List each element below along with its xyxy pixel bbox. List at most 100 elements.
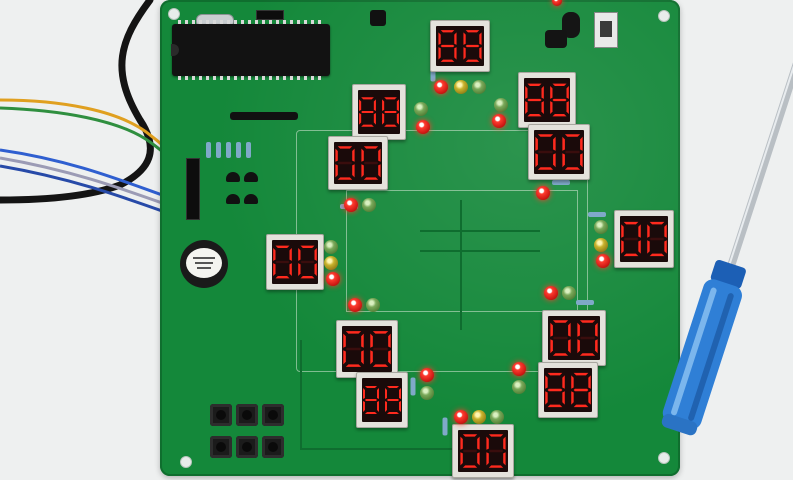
segment-f [545,375,548,389]
segment-a [275,245,290,248]
segment-a [527,83,542,86]
digit-0 [370,331,391,367]
segment-a [300,245,315,248]
segment-d [623,253,639,257]
segment-b [595,322,598,337]
microcontroller-chip [171,20,330,80]
segment-g [345,347,362,351]
segment-c [477,452,480,466]
resistor [410,377,416,396]
led-red [454,410,468,424]
display-se-top [542,310,606,366]
connector-slot [230,112,298,120]
segment-a [552,320,569,323]
segment-d [547,404,563,408]
push-button [210,404,232,426]
digit-8 [525,83,544,117]
segment-b [638,224,641,238]
segment-f [359,99,362,111]
resistor [588,212,606,217]
led-green [324,240,338,254]
segment-e [621,240,624,254]
segment-d [564,167,581,170]
led-red [326,272,340,286]
trace [300,340,302,450]
segment-f [361,148,364,162]
resistor [206,142,211,158]
digit-0 [273,245,292,279]
resistor [246,142,251,158]
segment-a [623,221,639,225]
segment-b [378,148,381,162]
trace-inner [346,190,578,312]
segment-a [573,372,589,376]
segment-g [465,44,480,48]
resistor [226,142,231,158]
digit-8 [550,83,569,117]
segment-d [552,114,567,117]
segment-e [335,164,338,178]
segment-b [314,248,317,261]
segment-c [553,153,556,168]
segment-g [552,98,567,102]
segment-d [440,59,455,62]
segment-f [486,436,489,450]
segment-g [363,161,379,165]
segment-g [300,260,315,264]
segment-b [588,375,591,389]
segment-d [573,404,589,408]
wire-connector [186,158,200,220]
display-nw-top [352,84,406,140]
segment-f [463,32,466,45]
segment-c [361,350,364,365]
segment-d [363,177,379,180]
segment-g [547,388,563,392]
digit-0 [621,221,641,257]
segment-d [275,276,290,279]
trace [420,250,540,252]
digit-8 [545,372,565,408]
segment-b [562,375,565,389]
segment-a [372,331,389,334]
segment-b [289,248,292,261]
segment-b [566,86,569,99]
push-button [236,404,258,426]
segment-g [564,150,581,154]
segment-d [387,412,399,414]
segment-d [552,353,569,356]
segment-b [388,333,391,348]
resistor [552,180,570,185]
digit-0 [535,134,556,170]
segment-b [664,224,667,238]
segment-c [503,452,506,466]
segment-g [384,110,397,114]
display-se-bottom [538,362,598,418]
segment-b [377,388,379,399]
led-green [420,386,434,400]
segment-g [552,336,569,340]
segment-e [343,350,346,365]
led-green [562,286,576,300]
segment-e [385,401,387,412]
segment-f [273,248,276,261]
digit-0 [460,434,480,468]
segment-f [385,388,387,399]
segment-e [525,101,528,114]
segment-e [550,339,553,354]
segment-f [343,333,346,348]
segment-a [462,434,478,437]
segment-g [275,260,290,264]
segment-c [566,101,569,114]
segment-c [580,153,583,168]
buzzer-sticker [186,248,222,278]
led-red [544,286,558,300]
segment-g [623,237,639,241]
segment-g [372,347,389,351]
segment-g [579,336,596,340]
pin-header [256,10,284,20]
digit-8 [359,97,376,127]
digit-0 [335,146,355,180]
segment-e [382,113,385,125]
segment-e [463,47,466,60]
led-green [362,198,376,212]
